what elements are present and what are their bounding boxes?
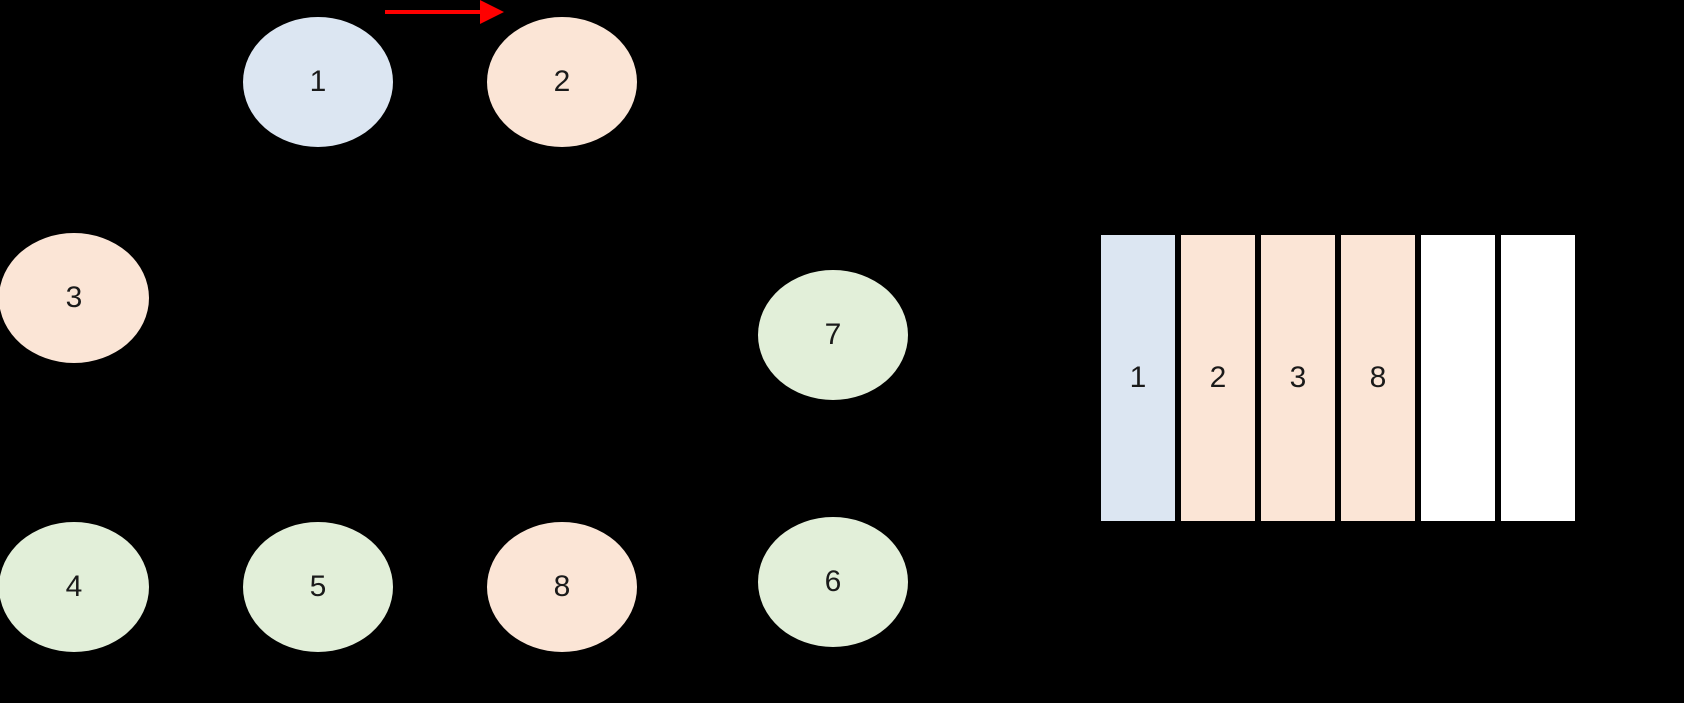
queue-cell-label: 2 — [1209, 361, 1227, 394]
queue-cell-2[interactable]: 3 — [1258, 235, 1338, 521]
queue-cell-5[interactable] — [1498, 235, 1578, 521]
queue-cell-4[interactable] — [1418, 235, 1498, 521]
queue-cell-1[interactable]: 2 — [1178, 235, 1258, 521]
graph-node-label: 1 — [309, 65, 327, 98]
queue-cell-label: 8 — [1369, 361, 1387, 394]
graph-node-label: 2 — [553, 65, 571, 98]
graph-node-5[interactable]: 5 — [243, 522, 393, 652]
graph-node-4[interactable]: 4 — [0, 522, 149, 652]
queue-cell-0[interactable]: 1 — [1098, 235, 1178, 521]
graph-node-8[interactable]: 8 — [487, 522, 637, 652]
graph-node-1[interactable]: 1 — [243, 17, 393, 147]
graph-node-label: 8 — [553, 570, 571, 603]
queue-cell-label: 3 — [1289, 361, 1307, 394]
graph-node-6[interactable]: 6 — [758, 517, 908, 647]
graph-node-label: 7 — [824, 318, 842, 351]
graph-node-3[interactable]: 3 — [0, 233, 149, 363]
queue-cell-label: 1 — [1129, 361, 1147, 394]
queue-cell-3[interactable]: 8 — [1338, 235, 1418, 521]
graph-node-2[interactable]: 2 — [487, 17, 637, 147]
graph-node-label: 5 — [309, 570, 327, 603]
graph-node-label: 4 — [65, 570, 83, 603]
queue-array: 1 2 3 8 — [1098, 232, 1578, 524]
graph-node-label: 3 — [65, 281, 83, 314]
graph-node-label: 6 — [824, 565, 842, 598]
graph-node-7[interactable]: 7 — [758, 270, 908, 400]
